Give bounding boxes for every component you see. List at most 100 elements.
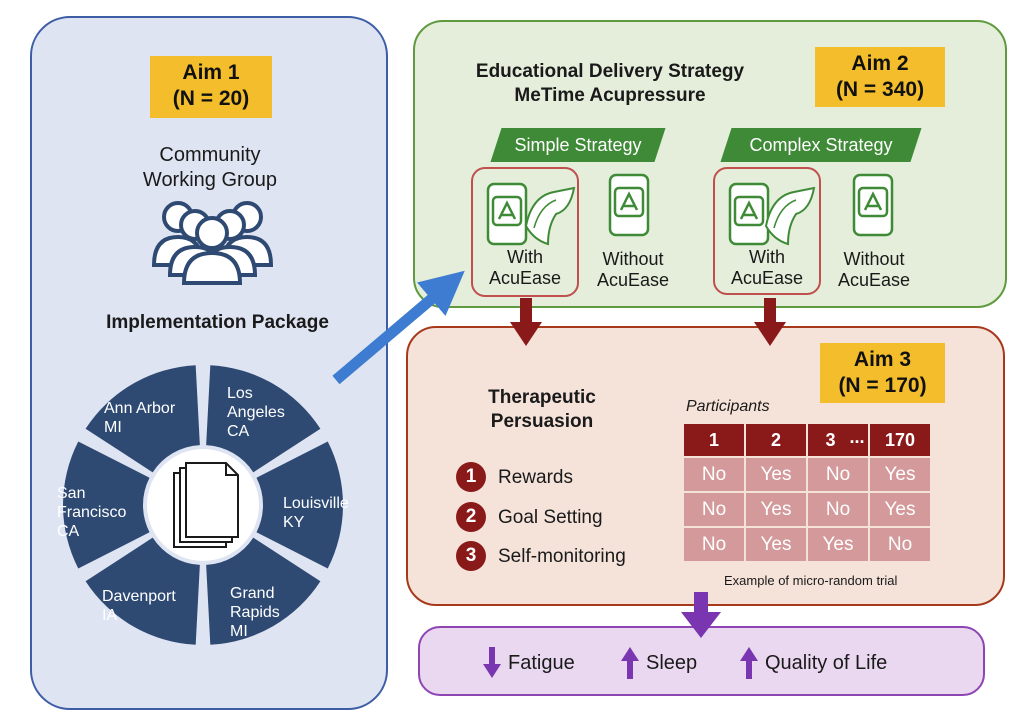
aim3-label: Aim 3 — [853, 348, 912, 371]
complex-strategy-banner: Complex Strategy — [720, 128, 922, 162]
site-grand-rapids-line2: Rapids — [230, 604, 280, 621]
aim2-title-line1: Educational Delivery Strategy — [475, 61, 745, 82]
complex-with-line1: With — [749, 247, 785, 267]
aim3-n: (N = 170) — [838, 374, 927, 397]
blue-arrow-to-aim2 — [332, 270, 465, 385]
outcome-sleep: Sleep — [646, 652, 698, 674]
table-header-row: 1 2 3... 170 — [684, 424, 930, 456]
table-cell: Yes — [808, 528, 868, 561]
header-3-text: 3 — [825, 429, 836, 450]
implementation-package-title: Implementation Package — [106, 312, 329, 333]
wheel-segment — [63, 441, 150, 569]
site-louisville-line1: Louisville — [283, 495, 349, 512]
site-ann-arbor-line1: Ann Arbor — [104, 400, 176, 417]
header-participant-1: 1 — [684, 424, 744, 456]
table-cell: Yes — [870, 493, 930, 526]
strategy-number-2: 2 — [456, 502, 486, 532]
maroon-arrow-complex — [754, 298, 786, 346]
tp-title-line1: Therapeutic — [488, 387, 596, 408]
aim3-badge: Aim 3 (N = 170) — [820, 343, 945, 403]
site-label-san-francisco: San Francisco CA — [57, 484, 126, 541]
up-arrow-icon — [740, 647, 758, 679]
header-ellipsis: ... — [849, 426, 865, 447]
phone-app-icon — [608, 173, 650, 237]
site-label-louisville: Louisville KY — [283, 494, 349, 532]
site-davenport-line1: Davenport — [102, 588, 176, 605]
group-line1: Community — [159, 144, 261, 166]
participants-label: Participants — [686, 398, 770, 415]
group-line2: Working Group — [142, 169, 278, 191]
site-label-grand-rapids: Grand Rapids MI — [230, 584, 280, 641]
phone-app-icon — [728, 182, 770, 246]
table-cell: No — [870, 528, 930, 561]
people-group-icon — [151, 201, 274, 285]
strategy-rewards: Rewards — [498, 467, 573, 488]
complex-with-acuease-box — [713, 167, 821, 295]
table-cell: No — [808, 493, 868, 526]
micro-random-trial-table: 1 2 3... 170 No Yes No Yes No Yes No Yes… — [682, 422, 932, 563]
phone-app-icon — [852, 173, 894, 237]
site-los-angeles-line1: Los — [227, 385, 253, 402]
maroon-arrow-simple — [510, 298, 542, 346]
up-arrow-icon — [621, 647, 639, 679]
site-label-davenport: Davenport IA — [102, 587, 176, 625]
site-san-francisco-line2: Francisco — [57, 504, 127, 521]
wheel-segment — [85, 537, 200, 645]
therapeutic-persuasion-title: Therapeutic Persuasion — [462, 386, 622, 434]
table-row: No Yes Yes No — [684, 528, 930, 561]
documents-icon — [173, 462, 239, 548]
site-label-ann-arbor: Ann Arbor MI — [104, 399, 175, 437]
site-grand-rapids-line1: Grand — [230, 585, 275, 602]
table-cell: No — [684, 458, 744, 491]
site-los-angeles-line2: Angeles — [227, 404, 285, 421]
table-cell: No — [684, 528, 744, 561]
outcome-quality-of-life: Quality of Life — [765, 652, 888, 674]
site-san-francisco-line1: San — [57, 485, 86, 502]
site-grand-rapids-line3: MI — [230, 623, 248, 640]
aim1-badge: Aim 1 (N = 20) — [150, 56, 272, 118]
site-davenport-line2: IA — [102, 607, 118, 624]
aim1-n: (N = 20) — [172, 87, 250, 110]
simple-without-line2: AcuEase — [596, 270, 670, 290]
aim2-title: Educational Delivery Strategy MeTime Acu… — [430, 60, 790, 108]
site-label-los-angeles: Los Angeles CA — [227, 384, 285, 441]
simple-with-acuease-box — [471, 167, 579, 297]
table-cell: No — [684, 493, 744, 526]
complex-without-line1: Without — [843, 249, 905, 269]
trial-caption: Example of micro-random trial — [724, 573, 898, 588]
aim2-n: (N = 340) — [835, 78, 925, 101]
complex-with-acuease-label: With AcuEase — [713, 247, 821, 289]
table-cell: Yes — [746, 493, 806, 526]
site-ann-arbor-line2: MI — [104, 419, 122, 436]
aim2-badge: Aim 2 (N = 340) — [815, 47, 945, 107]
site-san-francisco-line3: CA — [57, 523, 80, 540]
simple-with-line2: AcuEase — [488, 268, 562, 288]
simple-strategy-banner: Simple Strategy — [490, 128, 666, 162]
strategy-number-1: 1 — [456, 462, 486, 492]
aim1-label: Aim 1 — [182, 61, 240, 84]
wheel-segment — [256, 441, 343, 569]
complex-with-line2: AcuEase — [730, 268, 804, 288]
wheel-segment — [206, 537, 321, 645]
acupressure-device-icon — [764, 186, 816, 246]
strategy-self-monitoring: Self-monitoring — [498, 546, 626, 567]
table-cell: Yes — [746, 528, 806, 561]
header-participant-170: 170 — [870, 424, 930, 456]
site-los-angeles-line3: CA — [227, 423, 250, 440]
simple-with-line1: With — [507, 247, 543, 267]
phone-app-icon — [486, 182, 528, 246]
outcome-fatigue: Fatigue — [508, 652, 575, 674]
table-cell: Yes — [870, 458, 930, 491]
aim2-label: Aim 2 — [851, 52, 909, 75]
table-row: No Yes No Yes — [684, 493, 930, 526]
wheel-segment — [206, 365, 321, 473]
tp-title-line2: Persuasion — [490, 411, 594, 432]
header-participant-3: 3... — [808, 424, 868, 456]
strategy-number-3: 3 — [456, 541, 486, 571]
wheel-segment — [85, 365, 200, 473]
complex-without-acuease-label: Without AcuEase — [826, 249, 922, 291]
table-cell: Yes — [746, 458, 806, 491]
site-louisville-line2: KY — [283, 514, 305, 531]
